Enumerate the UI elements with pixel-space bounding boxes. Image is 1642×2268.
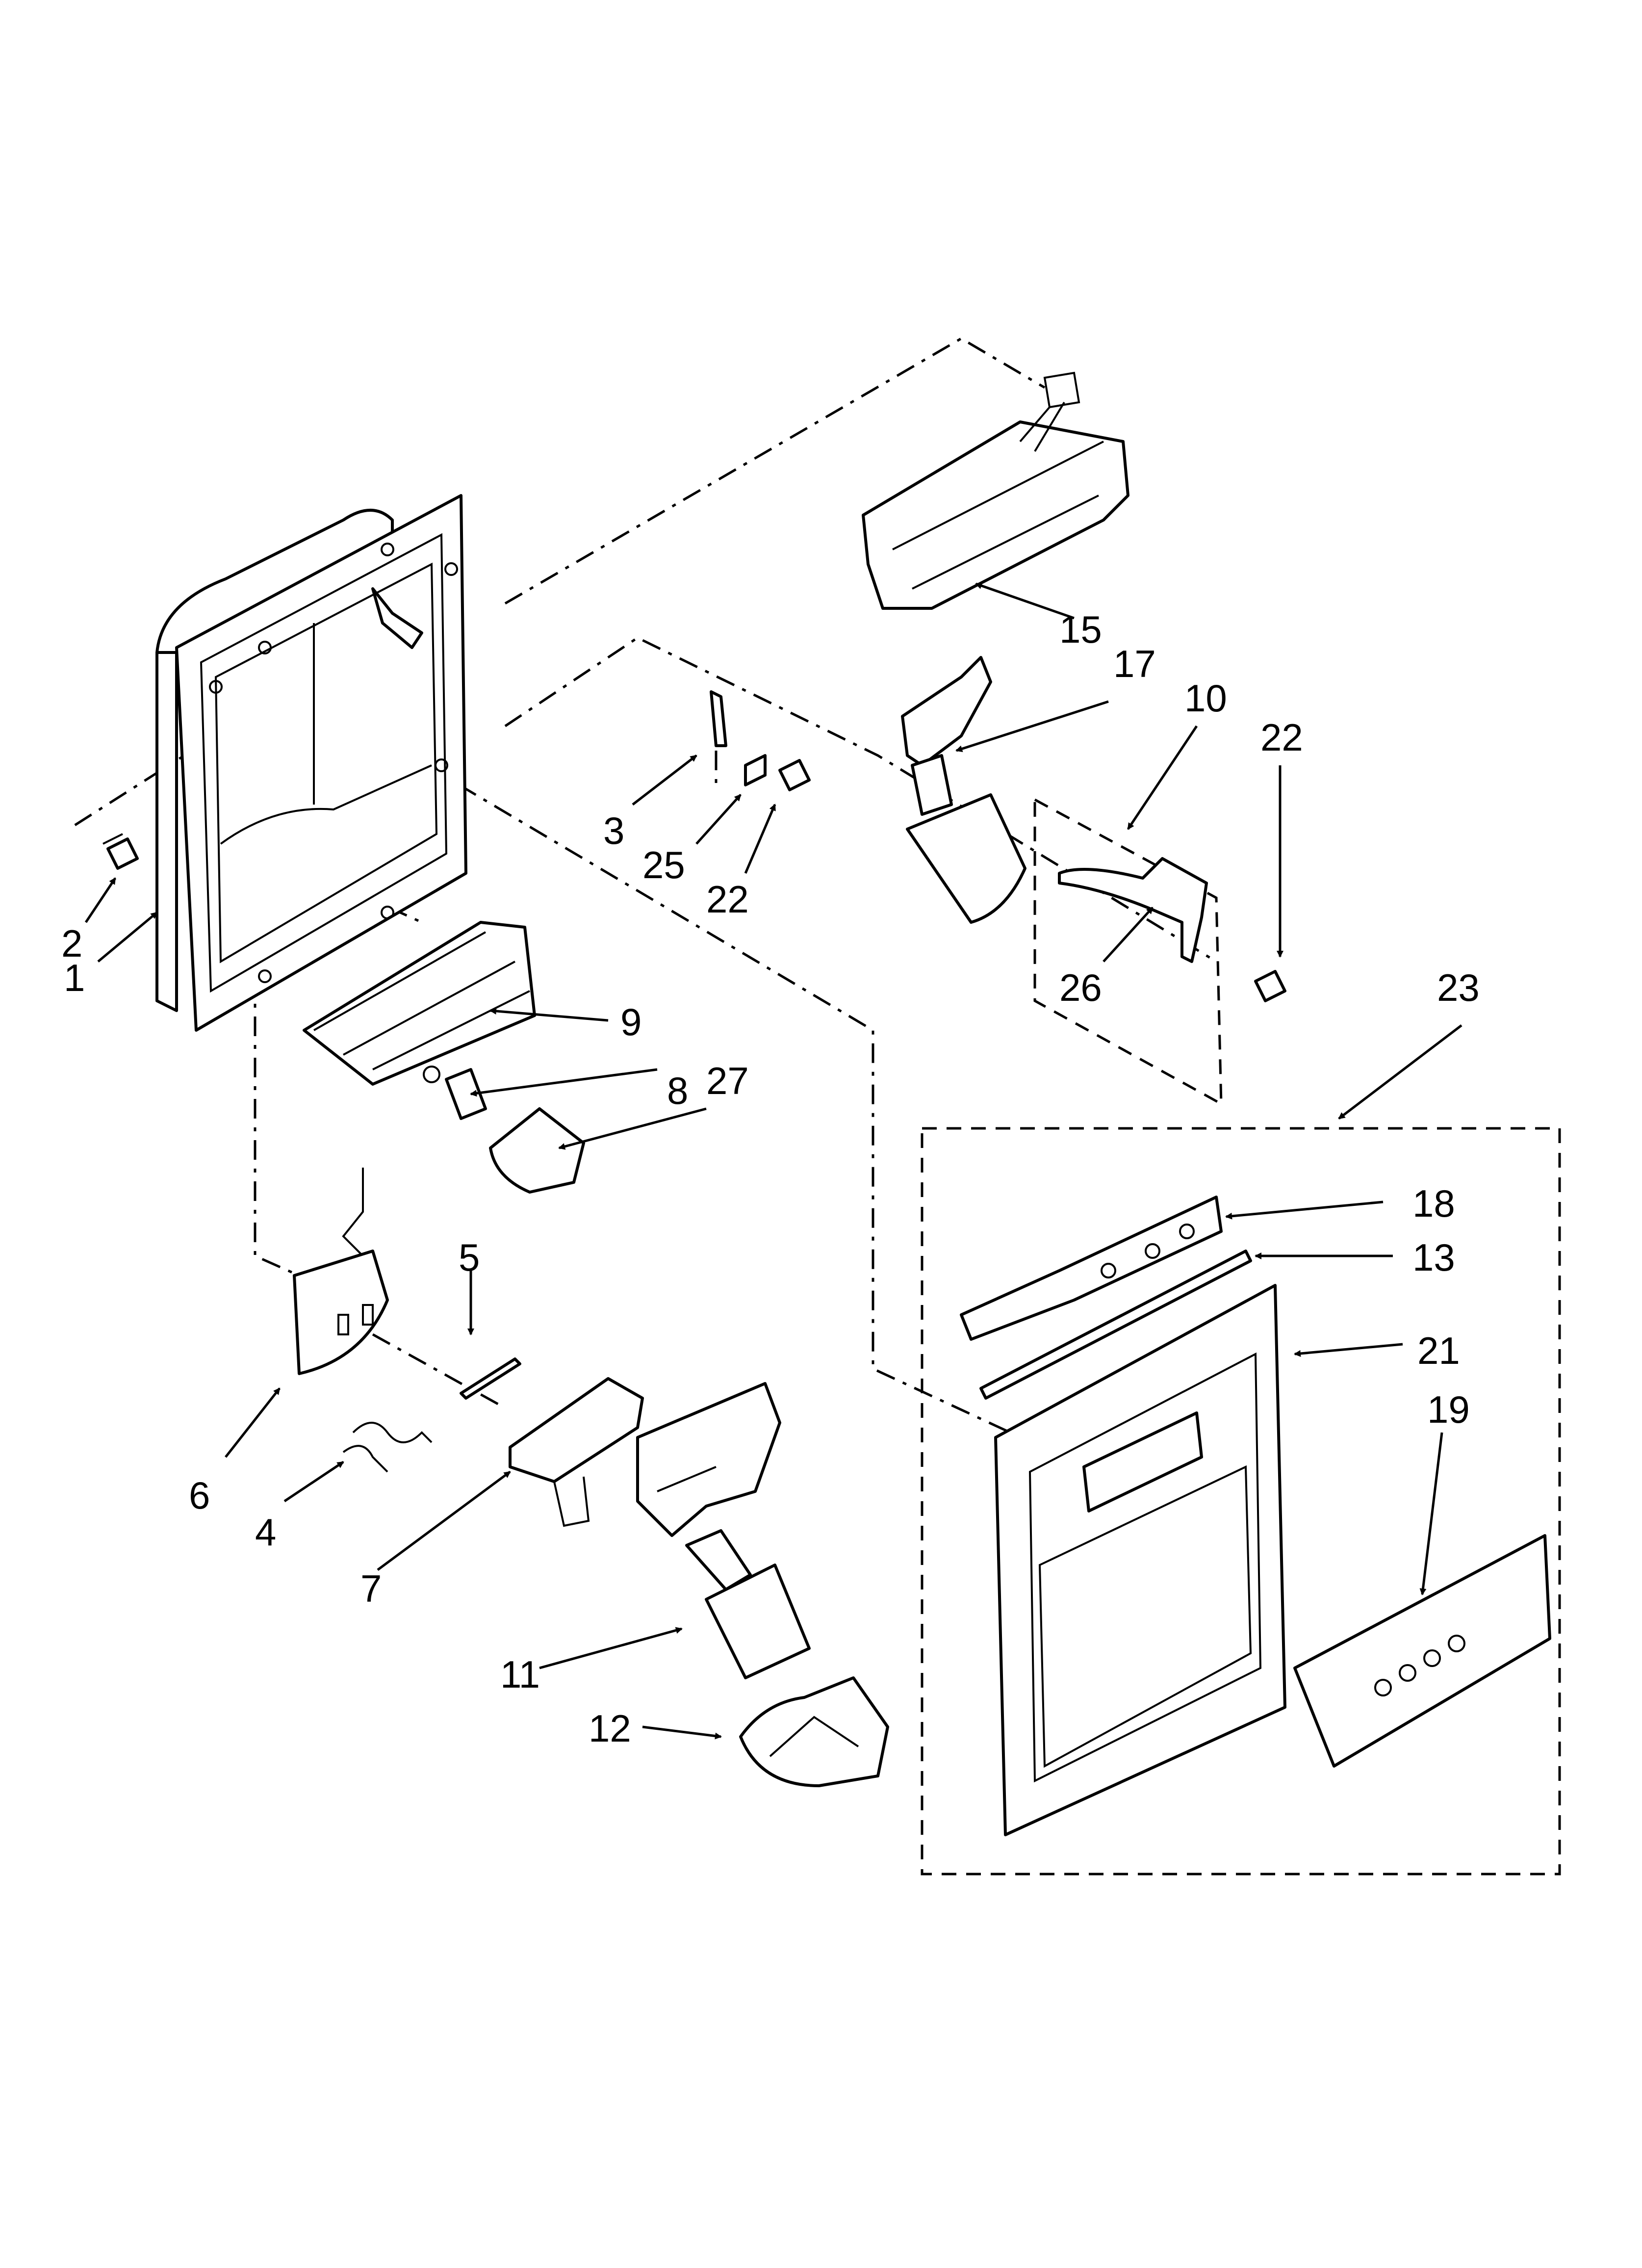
callout-17: 17 [1113, 642, 1156, 685]
front-panel-21-part [994, 1284, 1286, 1836]
callout-25: 25 [642, 843, 685, 886]
callout-5: 5 [459, 1236, 480, 1279]
bracket-15-part [862, 371, 1129, 610]
screw-2 [103, 833, 139, 870]
lever-17-part [901, 656, 1026, 924]
callout-8: 8 [667, 1069, 688, 1112]
callout-12: 12 [589, 1707, 631, 1750]
callout-22a: 22 [706, 878, 749, 921]
callout-7: 7 [360, 1567, 382, 1610]
callout-2: 2 [61, 922, 82, 965]
callout-27: 27 [706, 1059, 749, 1102]
callout-3: 3 [603, 809, 624, 852]
clip-25-part [744, 754, 767, 786]
rod-part [460, 1357, 521, 1400]
callout-6: 6 [189, 1474, 210, 1517]
housing-part [155, 494, 467, 1032]
callout-26: 26 [1059, 966, 1102, 1009]
callout-4: 4 [255, 1511, 276, 1554]
clip-3-part [710, 690, 727, 747]
group-23-box [921, 1127, 1561, 1876]
alignment-lines [68, 337, 1276, 1660]
callout-13: 13 [1412, 1236, 1455, 1279]
cover-27-part [489, 1107, 585, 1194]
callout-18: 18 [1412, 1182, 1455, 1225]
callout-9: 9 [620, 1000, 641, 1043]
spring-part [342, 1422, 433, 1473]
strip-13-part [979, 1250, 1252, 1400]
drip-tray-part [303, 921, 536, 1086]
callout-1: 1 [64, 956, 85, 999]
panel-18-part [960, 1196, 1223, 1341]
callout-22b: 22 [1260, 716, 1303, 759]
group-10-box [1033, 797, 1223, 1106]
callout-21: 21 [1417, 1329, 1460, 1372]
screw-22b-part [1254, 970, 1286, 1002]
callout-10: 10 [1184, 677, 1227, 720]
callout-15: 15 [1059, 608, 1102, 651]
screw-22-part [778, 759, 811, 791]
switch-box-part [293, 1168, 389, 1375]
leader-lines [84, 582, 1462, 1740]
callout-23: 23 [1437, 966, 1480, 1009]
callout-labels: 1 2 3 4 5 6 7 8 9 10 11 12 13 15 17 18 1… [61, 608, 1480, 1750]
ice-chute-part [636, 1382, 889, 1787]
actuator-part [509, 1377, 644, 1527]
callout-19: 19 [1427, 1388, 1470, 1431]
solenoid-part [423, 1066, 487, 1120]
label-19-part [1293, 1534, 1551, 1768]
callout-11: 11 [500, 1653, 540, 1696]
